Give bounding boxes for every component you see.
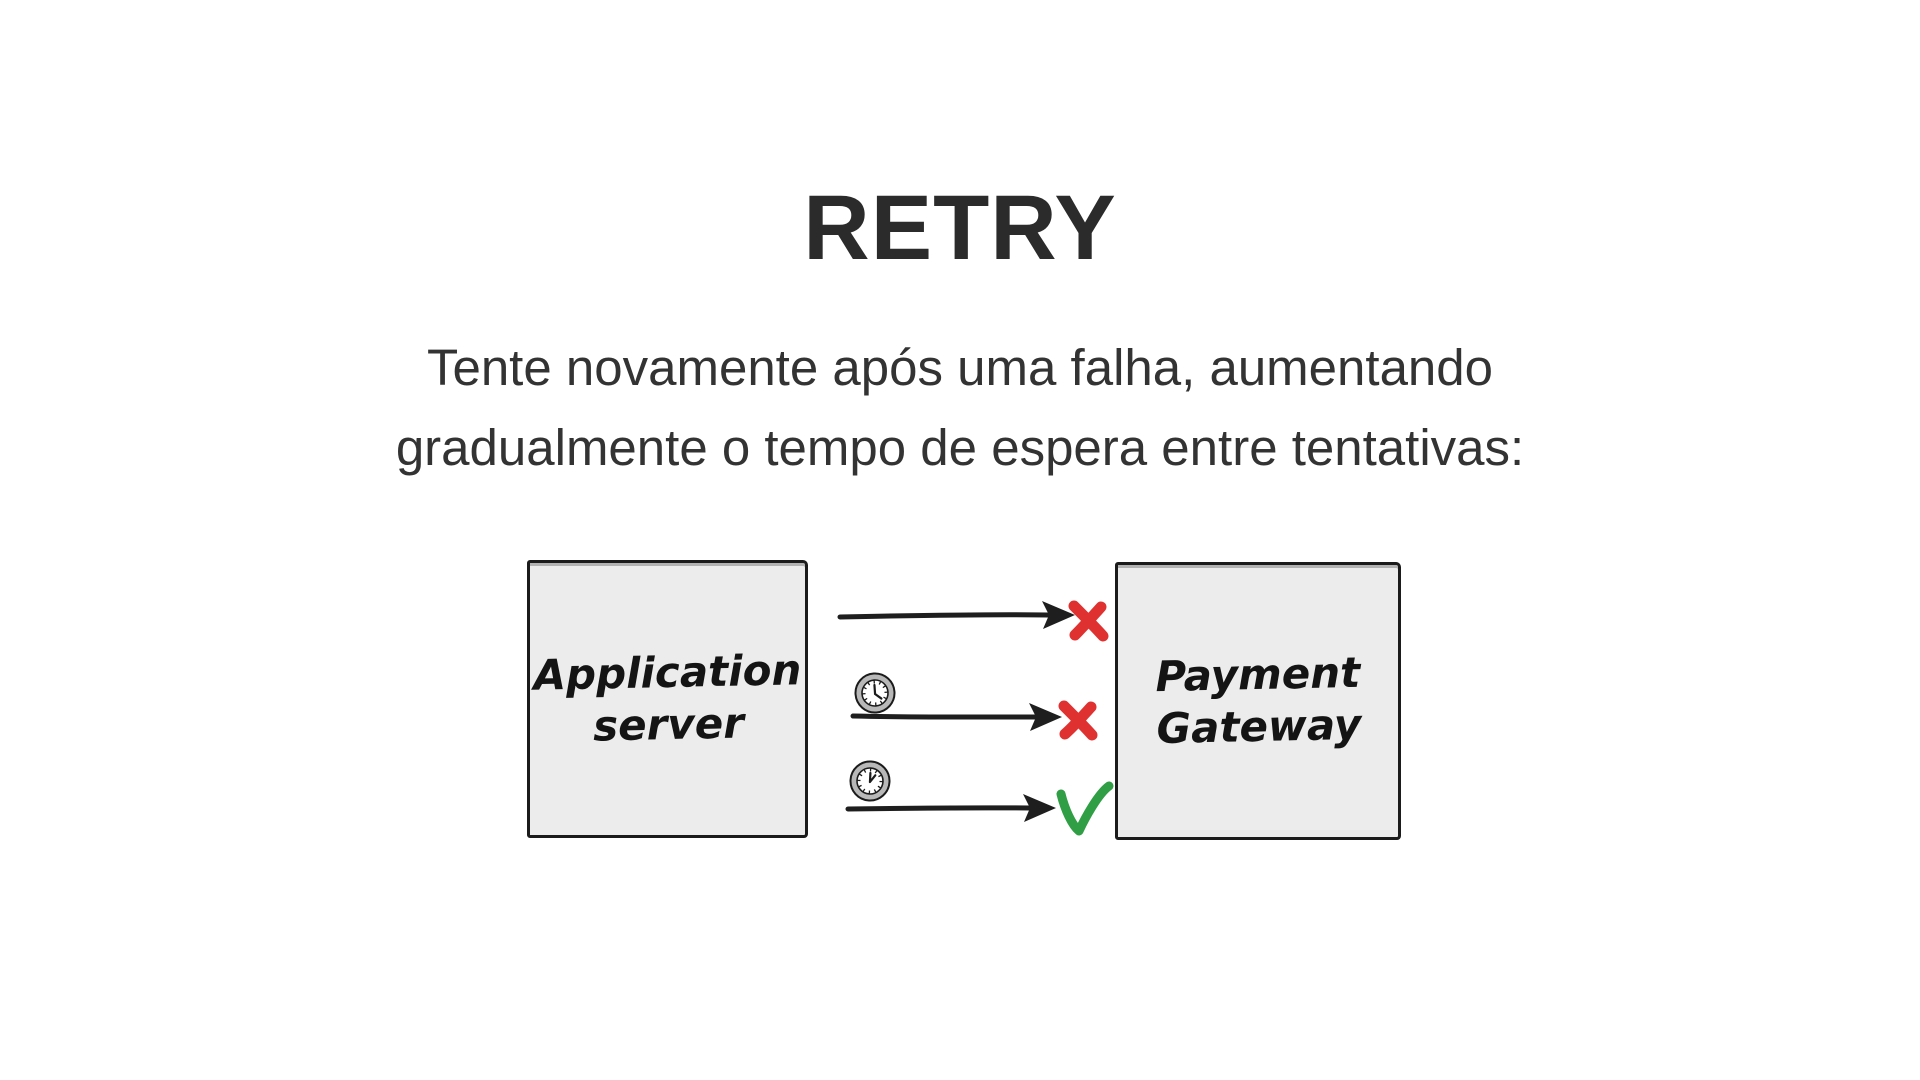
attempt-3-clock-icon	[850, 761, 891, 802]
attempt-2-x-mark-icon	[1058, 700, 1098, 741]
subtitle-line-1: Tente novamente após uma falha, aumentan…	[426, 339, 1494, 396]
attempt-2-arrow-right-icon	[850, 713, 1038, 720]
attempt-2-clock-icon	[854, 672, 896, 714]
attempt-2-arrowhead	[1029, 703, 1062, 731]
retry-attempts-graphic	[837, 600, 1114, 836]
page-title: RETRY	[803, 177, 1117, 279]
subtitle-line-2: gradualmente o tempo de espera entre ten…	[395, 419, 1525, 476]
application-server-label-line2: server	[592, 698, 744, 751]
attempt-1-arrow-right-icon	[837, 612, 1051, 620]
attempt-1-arrowhead	[1042, 601, 1075, 629]
attempt-1-x-mark-icon	[1068, 600, 1109, 642]
application-server-label-line1: Application	[532, 645, 802, 700]
attempt-3-check-mark-icon	[1056, 781, 1114, 836]
payment-gateway-label-line1: Payment	[1154, 647, 1361, 702]
subtitle: Tente novamente após uma falha, aumentan…	[0, 328, 1920, 488]
attempt-3-arrow-right-icon	[845, 805, 1033, 812]
payment-gateway-label-line2: Gateway	[1155, 699, 1362, 754]
attempt-3-arrowhead	[1023, 794, 1056, 822]
